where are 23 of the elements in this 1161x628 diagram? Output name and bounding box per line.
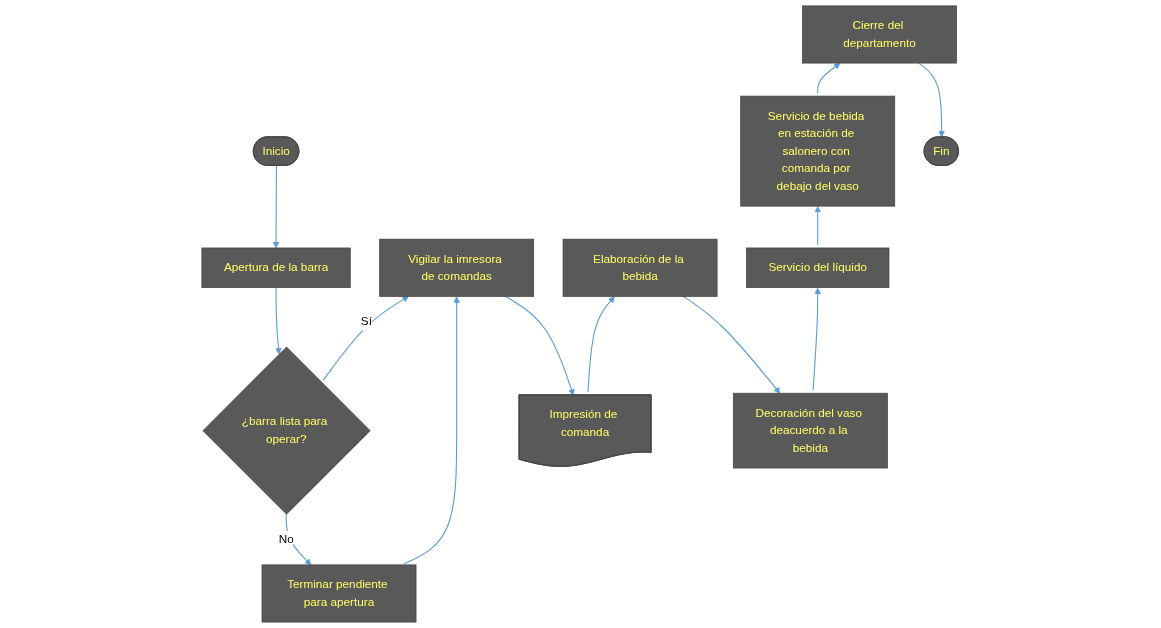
arrow xyxy=(918,62,946,138)
edge-label: No xyxy=(278,532,294,546)
arrow xyxy=(505,295,575,396)
node-box: Apertura de la barra xyxy=(201,247,351,288)
arrow xyxy=(814,206,822,246)
arrow xyxy=(285,513,312,566)
arrow xyxy=(683,295,781,394)
node-box: Servicio del líquido xyxy=(746,247,890,288)
arrow xyxy=(812,287,822,391)
node-box: Servicio de bebida en estación de salonero con comanda por debajo del vaso xyxy=(740,95,896,207)
arrow xyxy=(403,296,461,565)
arrow xyxy=(275,287,283,355)
node-box: Vigilar la imresora de comandas xyxy=(379,238,535,297)
arrow xyxy=(273,165,280,249)
node-box: Cierre del departamento xyxy=(802,5,958,64)
node-box: Terminar pendiente para apertura xyxy=(261,564,417,623)
arrow xyxy=(817,63,841,94)
node-box: Elaboración de la bebida xyxy=(562,238,718,297)
edge-label: Sí xyxy=(361,315,373,328)
arrow xyxy=(323,296,410,381)
node-diamond: ¿barra lista para operar? xyxy=(202,346,371,515)
node-box: Decoración del vaso deacuerdo a la bebida xyxy=(733,392,889,469)
arrow xyxy=(587,296,616,393)
